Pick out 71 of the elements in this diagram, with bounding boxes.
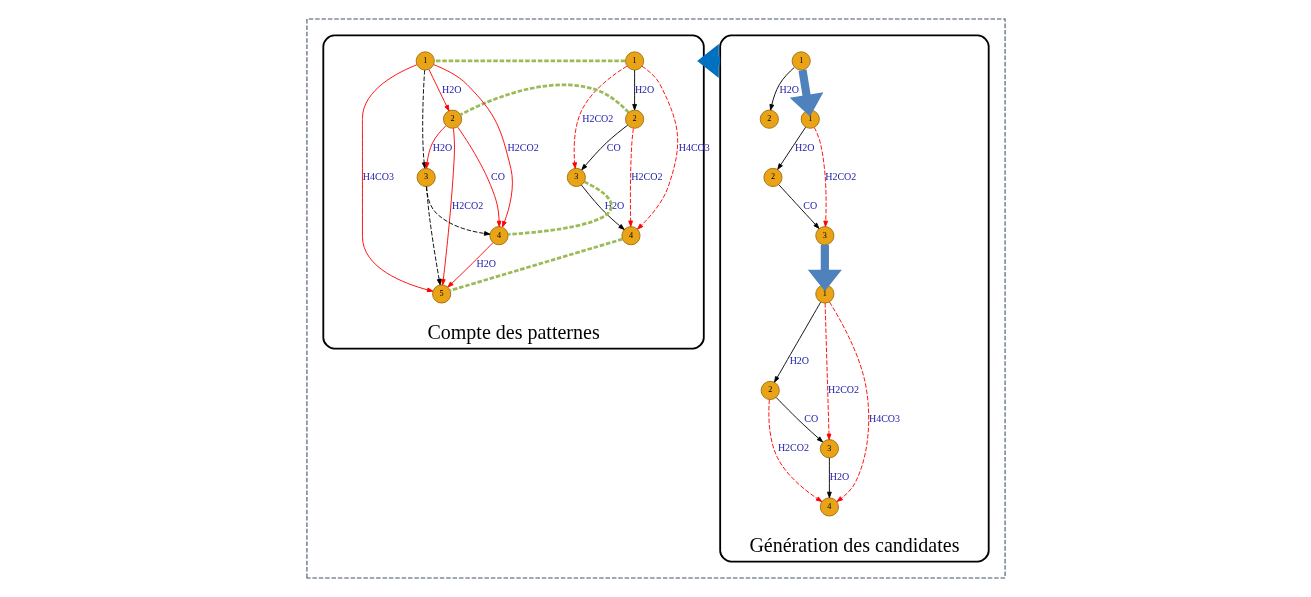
edge-label: H2O xyxy=(432,141,452,153)
edge-label: H2CO2 xyxy=(451,200,483,212)
node-circle: 1 xyxy=(415,51,435,71)
arrow xyxy=(421,69,427,169)
node-circle: 1 xyxy=(800,109,820,129)
arrow xyxy=(631,69,637,111)
edge-label: CO xyxy=(803,413,818,425)
cluster xyxy=(305,18,1006,579)
node-circle: 4 xyxy=(819,497,839,517)
node-circle: 1 xyxy=(791,51,811,71)
edge-label: H2CO2 xyxy=(777,442,809,454)
arrow xyxy=(773,301,821,383)
arrow xyxy=(789,69,823,117)
arrow xyxy=(824,302,831,440)
arrow xyxy=(636,65,678,230)
edge-label: H4CO3 xyxy=(362,170,394,182)
node-circle: 3 xyxy=(566,167,586,187)
arrow xyxy=(446,242,493,288)
connector xyxy=(434,59,625,63)
arrow xyxy=(813,127,828,227)
arrow xyxy=(828,301,869,502)
arrow xyxy=(777,184,819,229)
arrow xyxy=(627,128,634,227)
edge-label: H2CO2 xyxy=(507,141,539,153)
node-circle: 1 xyxy=(624,51,644,71)
node-circle: 2 xyxy=(760,380,780,400)
node-circle: 1 xyxy=(814,284,834,304)
arrow xyxy=(428,69,449,112)
node-circle: 2 xyxy=(624,109,644,129)
arrow xyxy=(580,184,625,230)
edge-label: CO xyxy=(802,200,817,212)
node-circle: 3 xyxy=(819,439,839,459)
node-circle: 3 xyxy=(416,167,436,187)
edge-label: H4CO3 xyxy=(868,413,900,425)
edge-label: H2CO2 xyxy=(824,170,856,182)
edge-label: H2CO2 xyxy=(630,170,662,182)
arrow xyxy=(440,127,455,286)
connector xyxy=(507,180,613,236)
arrow xyxy=(432,64,513,228)
arrow xyxy=(768,67,795,111)
connector xyxy=(449,237,623,292)
arrow xyxy=(571,65,627,169)
arrow xyxy=(424,125,446,169)
edge-label: H2O xyxy=(779,83,799,95)
node-circle: 3 xyxy=(814,226,834,246)
arrow xyxy=(580,124,628,171)
arrow xyxy=(361,64,433,293)
arrow xyxy=(425,186,441,286)
edge-label: H2O xyxy=(476,258,496,270)
edge-label: H2CO2 xyxy=(827,383,859,395)
node-circle: 4 xyxy=(620,226,641,246)
arrow xyxy=(807,244,842,292)
edge-label: H2O xyxy=(829,471,849,483)
arrow xyxy=(826,457,832,499)
edge-label: H2O xyxy=(789,354,809,366)
edge-label: CO xyxy=(490,170,505,182)
node-circle: 5 xyxy=(431,284,451,304)
arrow xyxy=(456,126,501,228)
arrow xyxy=(776,126,806,170)
edge-label: CO xyxy=(606,141,621,153)
edge-label: H2O xyxy=(794,141,815,153)
node-circle: 2 xyxy=(442,109,462,129)
edge-label: H2O xyxy=(441,83,461,95)
node-circle: 2 xyxy=(759,109,779,129)
node-circle: 4 xyxy=(488,226,509,246)
arrow xyxy=(775,396,823,443)
edge-label: H2CO2 xyxy=(581,112,613,124)
edge-label: H2O xyxy=(634,83,654,95)
node-circle: 2 xyxy=(762,167,783,187)
connector xyxy=(459,83,629,116)
arrow xyxy=(767,399,822,502)
